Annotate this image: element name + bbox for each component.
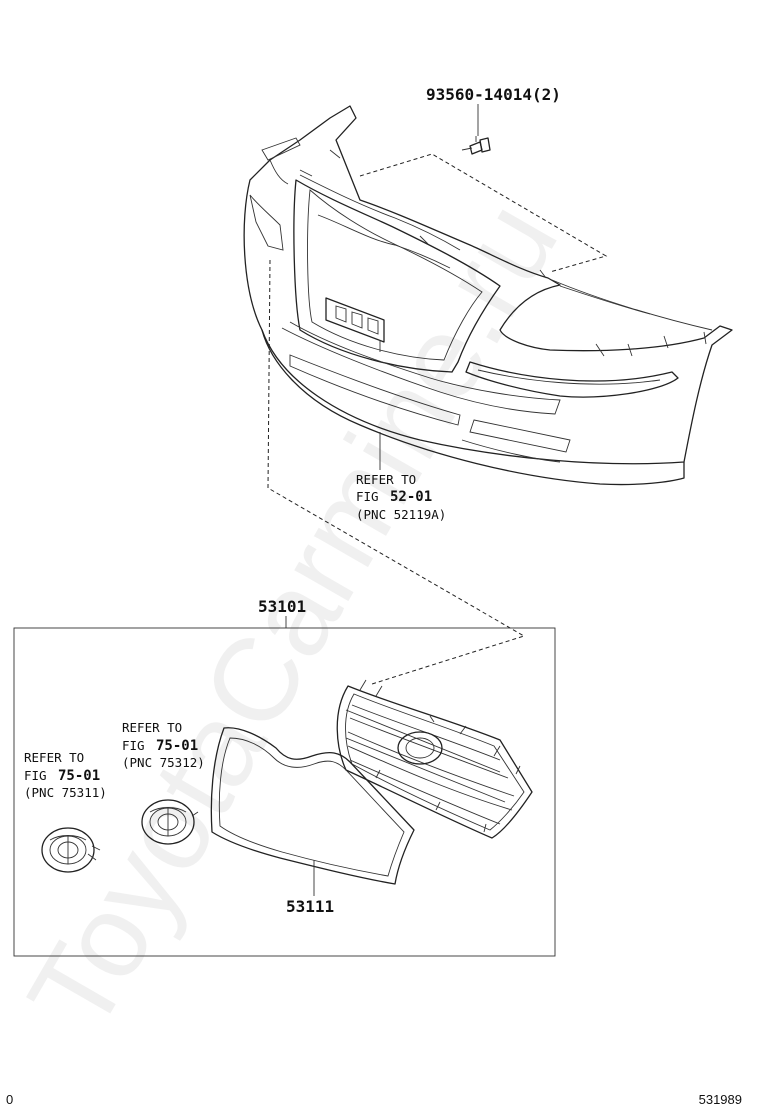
bolt-part-number: 93560-14014(2) [426,85,561,104]
grille-leader [267,259,526,685]
grille-assembly-part-number: 53101 [258,597,306,616]
emblem-lower [41,827,101,873]
grille-seal-part-number: 53111 [286,897,334,916]
footer-left: 0 [6,1092,13,1107]
emblem-upper-ref-pnc: (PNC 75312) [122,755,205,770]
emblem-lower-ref-fig-prefix: FIG [24,768,47,783]
front-bumper [243,105,733,486]
bumper-ref-fig-prefix: FIG [356,489,379,504]
emblem-upper-ref-fig-prefix: FIG [122,738,145,753]
bumper-ref-pnc: (PNC 52119A) [356,507,446,522]
bumper-ref-fig: 52-01 [390,489,432,505]
assembly-box [13,627,556,957]
emblem-lower-ref-pnc: (PNC 75311) [24,785,107,800]
emblem-upper [141,799,199,845]
grille-seal [210,727,415,885]
radiator-grille [336,679,533,839]
emblem-lower-ref-fig: 75-01 [58,768,100,784]
watermark: ToyotaCarmine.ru [3,180,583,1053]
emblem-upper-ref-fig: 75-01 [156,738,198,754]
bolt-93560-14014 [461,136,491,155]
emblem-upper-ref-line1: REFER TO [122,720,182,735]
bolt-leader [359,153,608,273]
emblem-lower-ref-line1: REFER TO [24,750,84,765]
bumper-ref-line1: REFER TO [356,472,416,487]
footer-right: 531989 [699,1092,742,1107]
